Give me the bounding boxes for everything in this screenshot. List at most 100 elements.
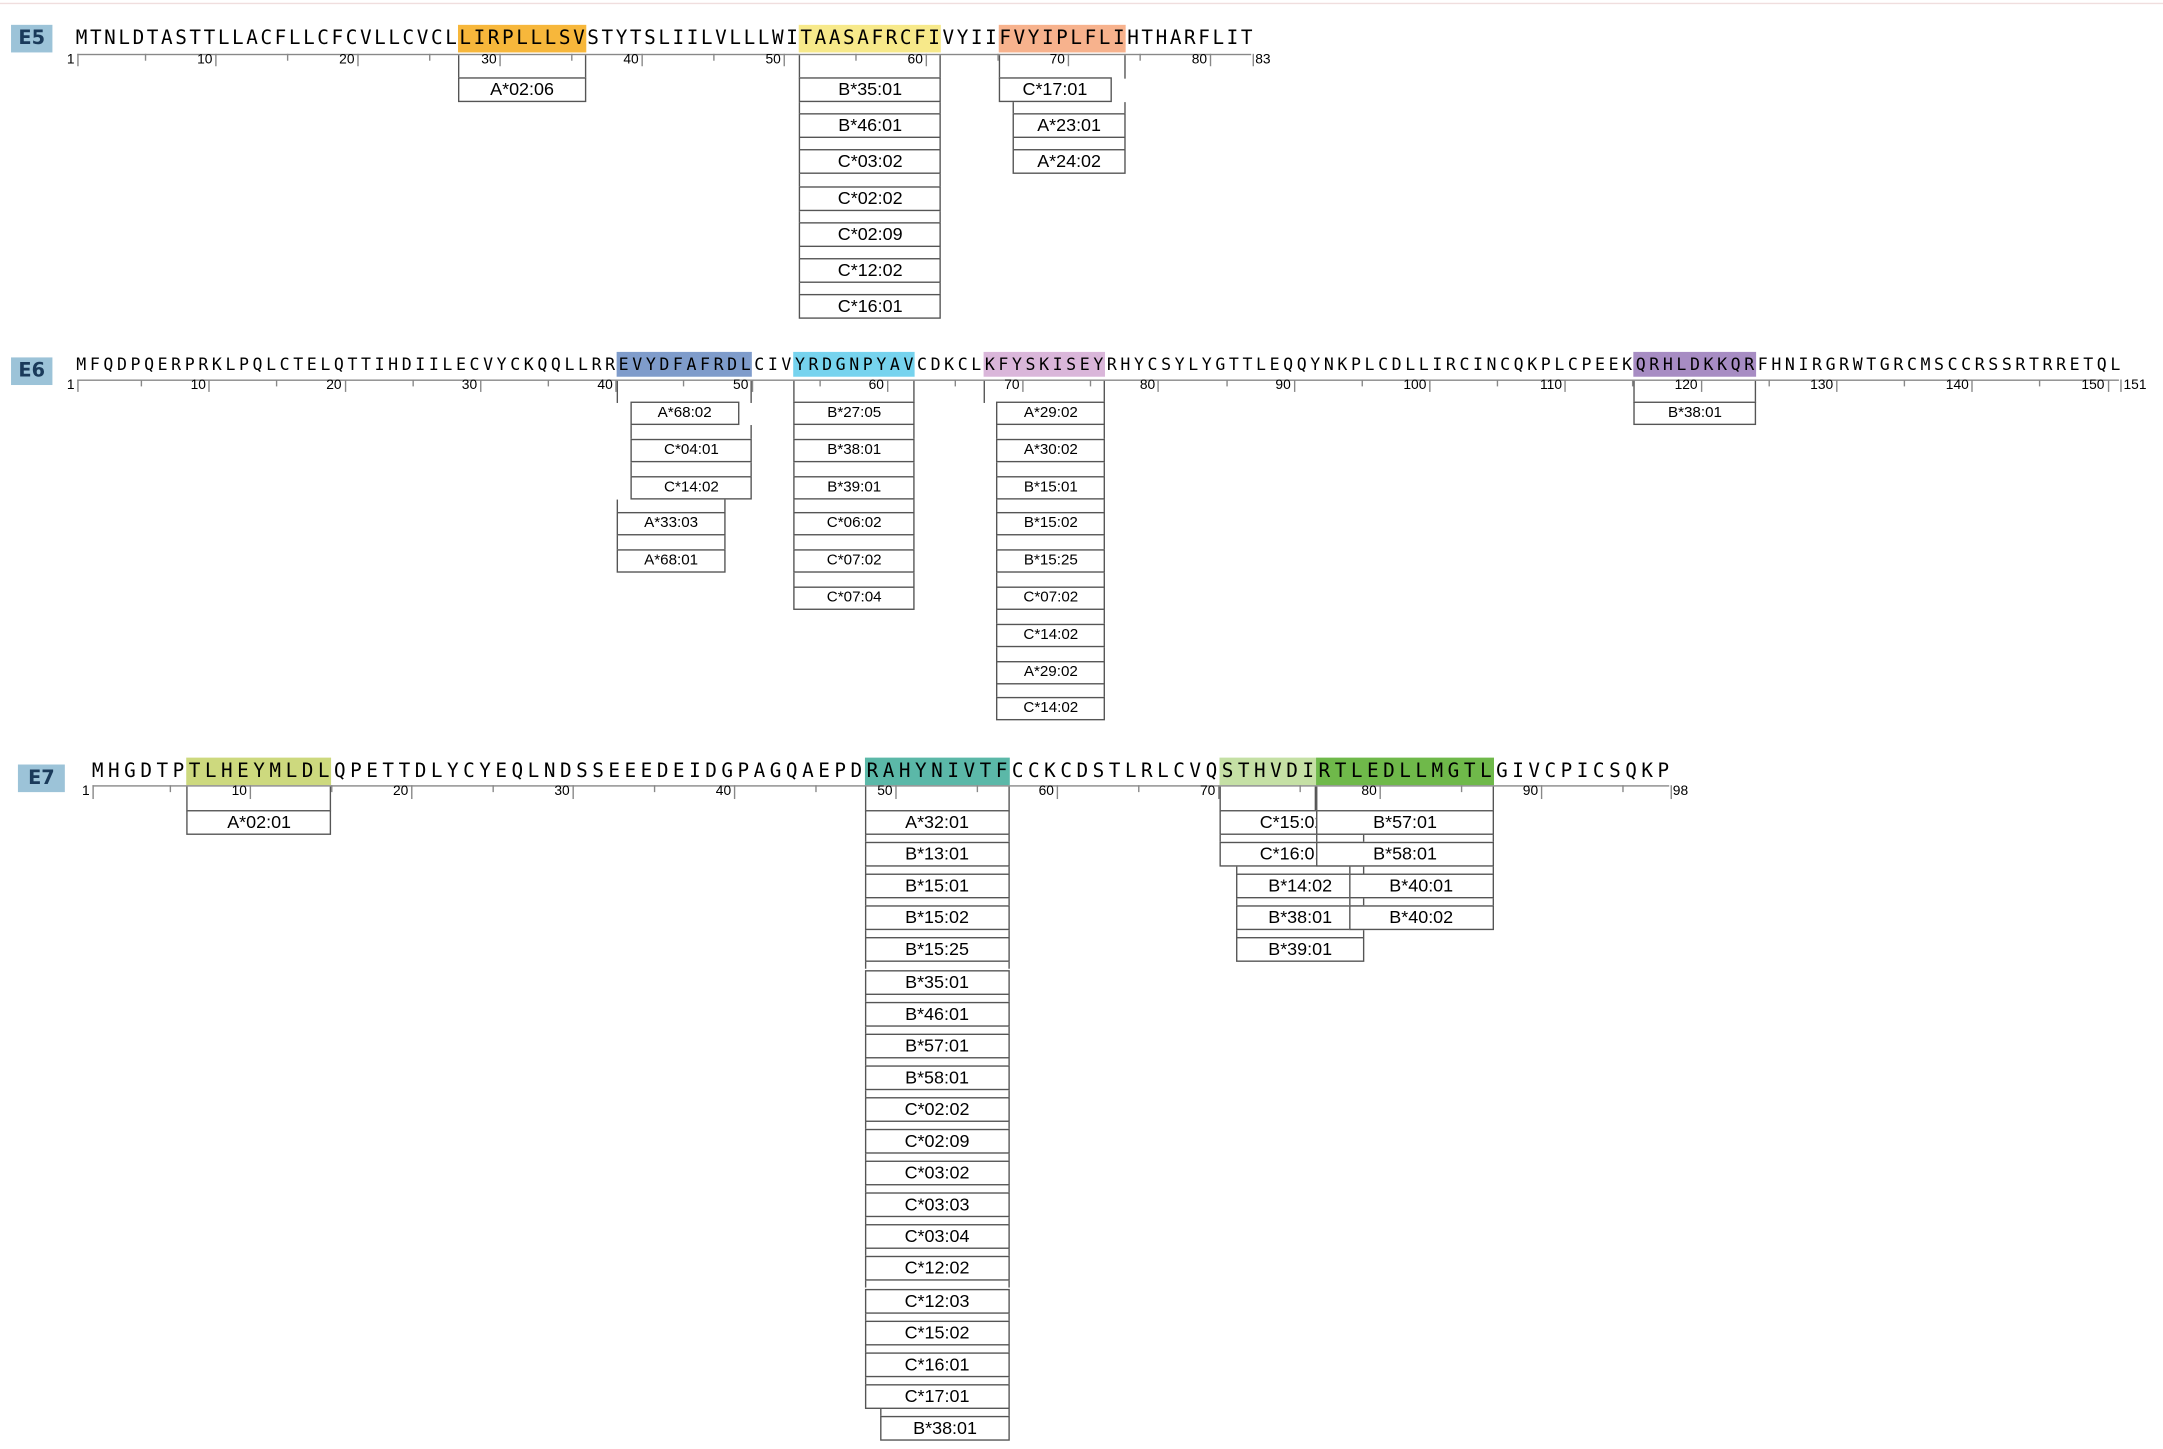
residue: A (161, 27, 173, 50)
residue: L (1676, 354, 1687, 374)
epitope-highlight (864, 757, 1010, 786)
residue: L (1364, 354, 1375, 374)
hla-allele-box: A*30:02 (996, 438, 1106, 463)
residue: L (1157, 760, 1169, 783)
residue: L (700, 27, 713, 50)
residue: K (1622, 354, 1633, 374)
box-connector (1219, 834, 1365, 842)
residue: T (1242, 354, 1253, 374)
major-tick (925, 53, 928, 67)
residue: L (530, 27, 543, 50)
residue: L (1212, 27, 1225, 50)
residue: Q (1625, 760, 1637, 783)
residue: R (2056, 354, 2067, 374)
residue: D (656, 760, 669, 783)
residue: G (835, 354, 846, 374)
residue: K (1527, 354, 1538, 374)
residue: P (1056, 27, 1068, 50)
residue: H (221, 760, 233, 783)
residue: P (862, 354, 873, 374)
major-tick (641, 53, 643, 67)
residue: E (1608, 354, 1619, 374)
residue: R (605, 354, 616, 374)
residue: L (757, 27, 770, 50)
residue: H (108, 760, 120, 783)
residue: Q (1513, 354, 1524, 374)
residue: R (885, 27, 898, 50)
major-tick (92, 785, 94, 800)
minor-tick (1903, 379, 1906, 387)
residue: A (828, 27, 841, 50)
residue: S (1609, 760, 1621, 783)
residue: I (1432, 354, 1443, 374)
residue: P (502, 27, 514, 50)
residue: F (700, 354, 711, 374)
residue: Q (550, 354, 561, 374)
hla-allele-box: A*02:01 (186, 810, 332, 835)
major-tick (1022, 379, 1024, 392)
tick-label: 10 (231, 783, 247, 800)
residue: T (347, 354, 358, 374)
box-connector (864, 1121, 1010, 1129)
residue: C (899, 27, 912, 50)
hla-allele-box: B*38:01 (1633, 401, 1756, 426)
residue: F (1198, 27, 1210, 50)
major-tick (886, 379, 889, 392)
minor-tick (140, 379, 143, 387)
sequence-axis (92, 785, 1669, 787)
residue: C (1459, 354, 1470, 374)
box-connector (864, 1376, 1010, 1384)
residue: L (1554, 354, 1565, 374)
tick-label: 60 (1038, 783, 1054, 800)
hla-allele-box: B*38:01 (793, 438, 916, 463)
residue: R (2042, 354, 2053, 374)
residue: I (415, 354, 426, 374)
residue: W (771, 27, 784, 50)
minor-tick (975, 785, 978, 793)
hla-allele-box: B*15:01 (864, 873, 1010, 899)
residue: C (1906, 354, 1917, 374)
residue: R (487, 27, 500, 50)
residue: Q (2096, 354, 2107, 374)
minor-tick (1361, 379, 1363, 387)
residue: R (1106, 354, 1117, 374)
residue: E (618, 354, 629, 374)
box-connector (996, 683, 1106, 698)
major-tick (77, 53, 79, 67)
residue: S (592, 760, 604, 783)
residue: S (576, 760, 588, 783)
major-tick (479, 379, 482, 392)
epitope-bracket (616, 380, 753, 403)
residue: L (971, 354, 982, 374)
major-tick (1157, 379, 1160, 392)
residue: G (1825, 354, 1836, 374)
residue: R (591, 354, 602, 374)
residue: N (931, 760, 943, 783)
residue: F (914, 27, 926, 50)
residue: C (1592, 760, 1605, 783)
residue: P (737, 760, 750, 783)
residue: L (564, 354, 575, 374)
residue: S (843, 27, 855, 50)
residue: R (1744, 354, 1755, 374)
hla-allele-box: C*07:02 (793, 549, 916, 573)
major-tick (1700, 379, 1702, 392)
residue: M (1920, 354, 1931, 374)
tick-label: 130 (1810, 378, 1834, 394)
residue: L (1399, 760, 1411, 783)
residue: T (188, 760, 201, 783)
residue: T (382, 760, 395, 783)
residue: E (1269, 354, 1280, 374)
residue: D (559, 760, 572, 783)
residue: D (116, 354, 127, 374)
residue: G (721, 760, 734, 783)
tick-label: 10 (197, 52, 213, 68)
residue: E (672, 760, 685, 783)
minor-tick (1768, 379, 1770, 387)
residue: R (808, 354, 819, 374)
epitope-highlight (983, 351, 1106, 377)
residue: L (1124, 760, 1137, 783)
residue: E (624, 760, 637, 783)
residue: I (786, 27, 798, 50)
residue: A (246, 27, 258, 50)
